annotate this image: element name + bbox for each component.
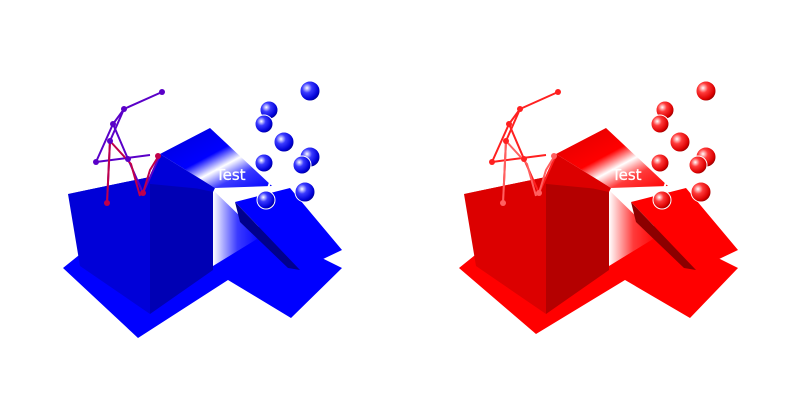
sphere [669, 131, 691, 153]
upper-block-top [160, 128, 272, 188]
joint [521, 156, 527, 162]
skeleton-limb [538, 156, 555, 194]
ramp-underside [631, 202, 696, 270]
sphere [254, 153, 274, 173]
sphere [650, 114, 670, 134]
joint [155, 153, 161, 159]
joint [551, 153, 557, 159]
joint [517, 106, 523, 112]
joint [121, 106, 127, 112]
skeleton-limb [109, 140, 141, 197]
joint [536, 190, 542, 196]
joint [125, 156, 131, 162]
viewport-left[interactable]: Test [0, 0, 400, 400]
skeleton-limb [94, 91, 163, 164]
skeleton-limb [112, 123, 161, 196]
upper-block-top [556, 128, 668, 188]
sphere [650, 153, 670, 173]
wire-skeleton [94, 91, 163, 204]
sphere [294, 181, 316, 203]
scene-canvas-right: Test [459, 80, 738, 334]
sphere [299, 80, 321, 102]
sphere-chain [254, 80, 321, 210]
sphere [652, 190, 672, 210]
sphere-chain [650, 80, 717, 210]
cube-side-face [546, 177, 609, 314]
sphere [254, 114, 274, 134]
sphere [690, 181, 712, 203]
skeleton-limb [505, 140, 537, 197]
joint [489, 159, 495, 165]
sphere [273, 131, 295, 153]
scene-label: Test [611, 166, 642, 184]
skeleton-joints [489, 89, 561, 206]
joint [107, 138, 113, 144]
joint [555, 89, 561, 95]
skeleton-limb [508, 123, 557, 196]
joint [506, 121, 512, 127]
ramp-underside [235, 202, 300, 270]
upper-block-side [150, 154, 215, 192]
skeleton-limb [502, 140, 507, 204]
sphere [688, 155, 708, 175]
cube-side-face [150, 177, 213, 314]
inner-wall [213, 190, 262, 266]
skeleton-limb [106, 140, 111, 204]
skeleton-limb [142, 156, 159, 194]
joint [104, 200, 110, 206]
joint [93, 159, 99, 165]
sphere [292, 155, 312, 175]
skeleton-joints [93, 89, 165, 206]
joint [500, 200, 506, 206]
viewport-right[interactable]: Test [400, 0, 800, 400]
scene-canvas-left: Test [63, 80, 342, 338]
ramp-top [631, 188, 738, 270]
sphere [695, 80, 717, 102]
ramp-top [235, 188, 342, 270]
sphere [256, 190, 276, 210]
upper-block-side [546, 154, 611, 192]
joint [159, 89, 165, 95]
inner-wall [609, 190, 658, 266]
joint [140, 190, 146, 196]
cube-front-face [68, 177, 150, 314]
joint [110, 121, 116, 127]
skeleton-limb [490, 91, 559, 164]
joint [503, 138, 509, 144]
scene-label: Test [215, 166, 246, 184]
cube-front-face [464, 177, 546, 314]
